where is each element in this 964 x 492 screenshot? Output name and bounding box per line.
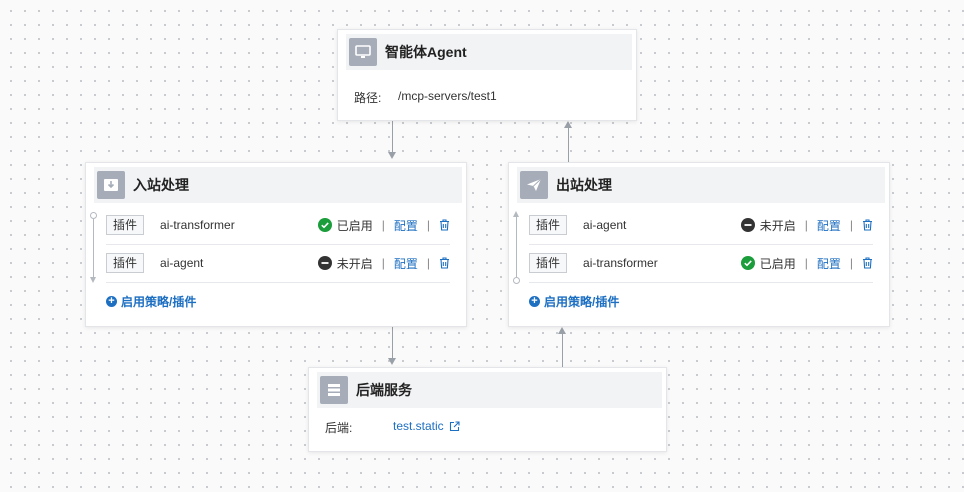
config-link[interactable]: 配置 [816, 256, 841, 271]
flow-line [516, 216, 517, 277]
backend-link-text[interactable]: test.static [393, 419, 444, 433]
divider: | [804, 256, 808, 270]
connector-agent-to-inbound [392, 121, 393, 153]
divider: | [849, 218, 853, 232]
agent-title: 智能体Agent [385, 44, 467, 60]
status-badge: 未开启 [740, 217, 796, 234]
status-text: 未开启 [336, 256, 373, 271]
path-label: 路径: [354, 91, 382, 105]
arrow-down-icon [388, 358, 396, 365]
plugin-name: ai-transformer [160, 218, 235, 232]
plugin-name: ai-transformer [583, 256, 658, 270]
trash-icon[interactable] [439, 219, 450, 231]
flow-start-dot [90, 212, 97, 219]
status-text: 未开启 [759, 218, 796, 233]
add-policy-plugin-label: 启用策略/插件 [121, 295, 197, 309]
outbound-card-header: 出站处理 [517, 167, 885, 203]
plugin-tag: 插件 [529, 253, 568, 273]
backend-card-header: 后端服务 [317, 372, 662, 408]
table-row: 插件 ai-agent 未开启 | 配置 | [529, 206, 873, 245]
agent-card: 智能体Agent 路径: /mcp-servers/test1 [337, 29, 637, 121]
add-policy-plugin-label: 启用策略/插件 [544, 295, 620, 309]
plus-circle-icon: + [529, 296, 540, 307]
plugin-name: ai-agent [160, 256, 204, 270]
backend-title: 后端服务 [356, 382, 412, 398]
connector-outbound-to-agent [568, 128, 569, 162]
outbound-card: 出站处理 插件 ai-agent 未开启 | 配置 | 插件 ai-transf… [508, 162, 890, 327]
path-value: /mcp-servers/test1 [398, 89, 497, 103]
add-policy-plugin-button[interactable]: + 启用策略/插件 [106, 293, 196, 310]
plugin-tag: 插件 [106, 215, 145, 235]
send-icon [520, 171, 548, 199]
backend-link[interactable]: test.static [393, 419, 460, 433]
check-circle-icon [740, 256, 755, 270]
divider: | [381, 218, 385, 232]
trash-icon[interactable] [862, 257, 873, 269]
divider: | [849, 256, 853, 270]
plugin-name: ai-agent [583, 218, 627, 232]
server-icon [320, 376, 348, 404]
inbound-card-header: 入站处理 [94, 167, 462, 203]
table-row: 插件 ai-transformer 已启用 | 配置 | [106, 206, 450, 245]
agent-card-header: 智能体Agent [346, 34, 632, 70]
flow-line [93, 219, 94, 279]
plugin-tag: 插件 [529, 215, 568, 235]
config-link[interactable]: 配置 [816, 218, 841, 233]
arrow-up-icon [564, 121, 572, 128]
check-circle-icon [317, 218, 332, 232]
add-policy-plugin-button[interactable]: + 启用策略/插件 [529, 293, 619, 310]
divider: | [426, 256, 430, 270]
monitor-icon [349, 38, 377, 66]
trash-icon[interactable] [862, 219, 873, 231]
divider: | [426, 218, 430, 232]
divider: | [381, 256, 385, 270]
table-row: 插件 ai-transformer 已启用 | 配置 | [529, 244, 873, 283]
trash-icon[interactable] [439, 257, 450, 269]
plugin-tag: 插件 [106, 253, 145, 273]
divider: | [804, 218, 808, 232]
status-text: 已启用 [336, 218, 373, 233]
flow-arrow-down-icon [90, 277, 96, 283]
status-text: 已启用 [759, 256, 796, 271]
outbound-title: 出站处理 [556, 177, 612, 193]
status-badge: 未开启 [317, 255, 373, 272]
flow-start-dot [513, 277, 520, 284]
flow-arrow-up-icon [513, 211, 519, 217]
inbound-card: 入站处理 插件 ai-transformer 已启用 | 配置 | 插件 ai-… [85, 162, 467, 327]
connector-backend-to-outbound [562, 334, 563, 368]
config-link[interactable]: 配置 [393, 218, 418, 233]
inbound-title: 入站处理 [133, 177, 189, 193]
status-badge: 已启用 [317, 217, 373, 234]
backend-label: 后端: [325, 421, 353, 435]
minus-circle-icon [317, 256, 332, 270]
plus-circle-icon: + [106, 296, 117, 307]
arrow-down-icon [388, 152, 396, 159]
inbox-icon [97, 171, 125, 199]
minus-circle-icon [740, 218, 755, 232]
connector-inbound-to-backend [392, 327, 393, 359]
backend-card: 后端服务 后端: test.static [308, 367, 667, 452]
config-link[interactable]: 配置 [393, 256, 418, 271]
status-badge: 已启用 [740, 255, 796, 272]
arrow-up-icon [558, 327, 566, 334]
external-link-icon[interactable] [449, 420, 460, 432]
table-row: 插件 ai-agent 未开启 | 配置 | [106, 244, 450, 283]
